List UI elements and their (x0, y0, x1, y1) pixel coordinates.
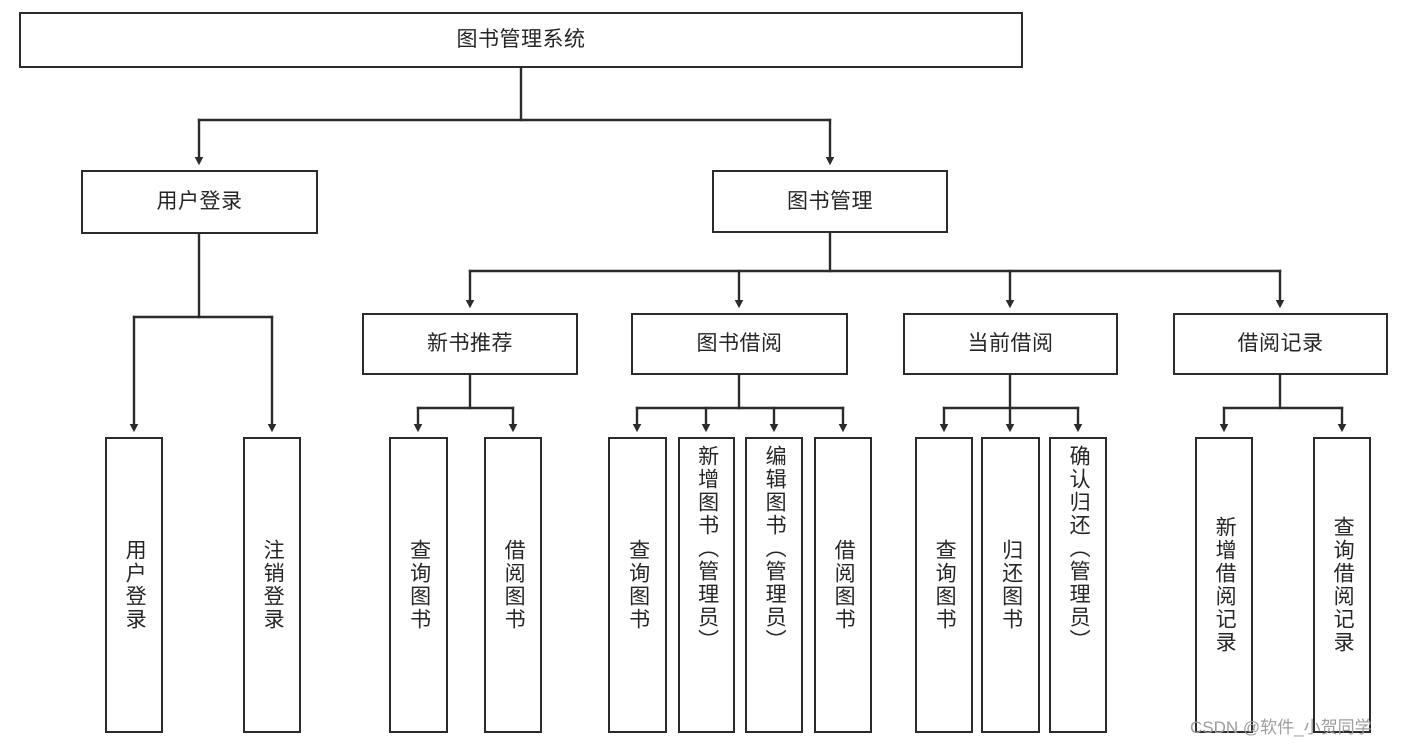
leaf-query-book-newbook[interactable]: 查询图书 (389, 437, 448, 733)
leaf-return-book[interactable]: 归还图书 (981, 437, 1040, 733)
leaf-add-borrow-record[interactable]: 新增借阅记录 (1195, 437, 1253, 733)
node-book-borrow-label: 图书借阅 (696, 332, 783, 356)
node-user-login[interactable]: 用户登录 (81, 170, 318, 234)
node-book-management-label: 图书管理 (787, 189, 873, 213)
leaf-add-book-admin[interactable]: 新增图书（管理员） (678, 437, 735, 733)
leaf-confirm-return-admin[interactable]: 确认归还（管理员） (1049, 437, 1107, 733)
leaf-logout-label: 注销登录 (261, 539, 285, 631)
node-book-management[interactable]: 图书管理 (712, 170, 948, 233)
node-book-borrow[interactable]: 图书借阅 (631, 313, 848, 375)
leaf-query-book-borrow[interactable]: 查询图书 (608, 437, 667, 733)
node-user-login-label: 用户登录 (156, 190, 243, 214)
leaf-user-login-label: 用户登录 (123, 539, 147, 631)
leaf-query-book-newbook-label: 查询图书 (407, 539, 431, 631)
watermark-text: CSDN @软件_小贺同学 (1190, 718, 1372, 737)
leaf-add-borrow-record-label: 新增借阅记录 (1213, 516, 1237, 654)
leaf-return-book-label: 归还图书 (999, 539, 1023, 631)
leaf-user-login[interactable]: 用户登录 (105, 437, 163, 733)
leaf-borrow-book-newbook[interactable]: 借阅图书 (484, 437, 542, 733)
node-borrow-records[interactable]: 借阅记录 (1173, 313, 1388, 375)
node-new-book-recommend[interactable]: 新书推荐 (362, 313, 578, 375)
node-current-borrow-label: 当前借阅 (967, 332, 1054, 356)
node-borrow-records-label: 借阅记录 (1237, 332, 1324, 356)
leaf-edit-book-admin-label: 编辑图书（管理员） (763, 445, 787, 652)
leaf-borrow-book[interactable]: 借阅图书 (814, 437, 872, 733)
leaf-add-book-admin-label: 新增图书（管理员） (695, 445, 719, 652)
leaf-logout[interactable]: 注销登录 (243, 437, 301, 733)
node-current-borrow[interactable]: 当前借阅 (903, 313, 1118, 375)
leaf-query-book-current-label: 查询图书 (933, 539, 957, 631)
node-new-book-recommend-label: 新书推荐 (427, 332, 513, 356)
leaf-query-book-borrow-label: 查询图书 (626, 539, 650, 631)
leaf-query-borrow-record-label: 查询借阅记录 (1331, 516, 1355, 654)
leaf-borrow-book-label: 借阅图书 (832, 539, 856, 631)
leaf-query-book-current[interactable]: 查询图书 (915, 437, 973, 733)
leaf-query-borrow-record[interactable]: 查询借阅记录 (1313, 437, 1371, 733)
node-root[interactable]: 图书管理系统 (19, 12, 1023, 68)
leaf-edit-book-admin[interactable]: 编辑图书（管理员） (745, 437, 803, 733)
leaf-confirm-return-admin-label: 确认归还（管理员） (1067, 445, 1091, 652)
node-root-label: 图书管理系统 (456, 28, 586, 52)
leaf-borrow-book-newbook-label: 借阅图书 (502, 539, 526, 631)
